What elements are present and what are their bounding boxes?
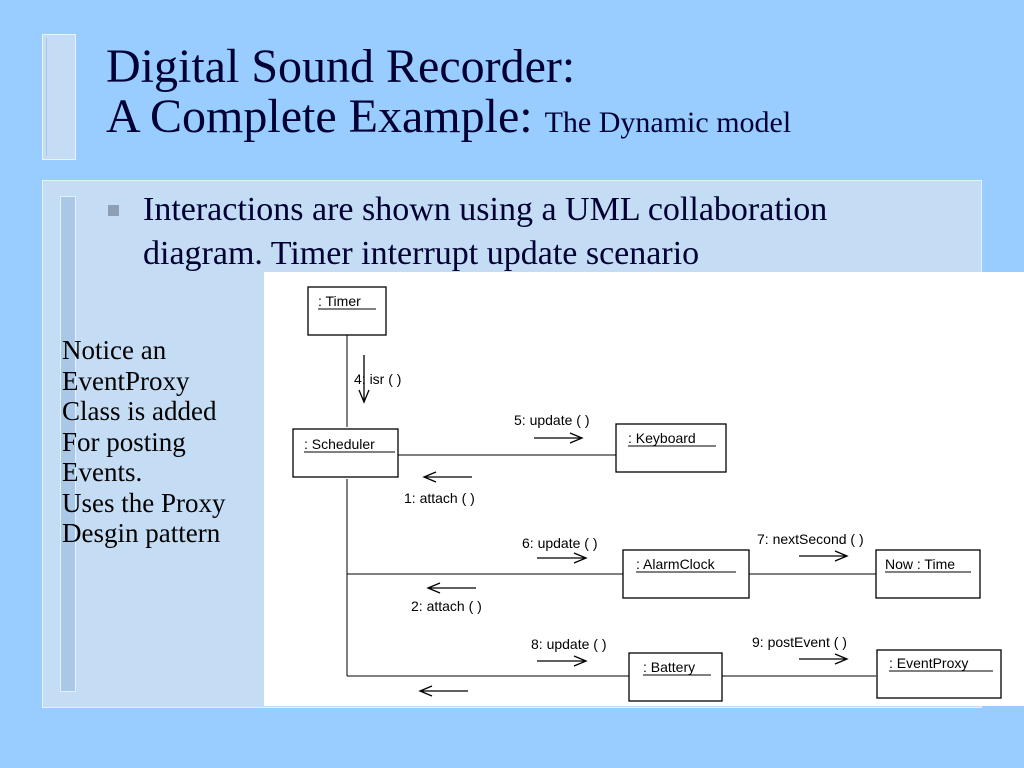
title-line-2: A Complete Example: [106,90,533,143]
side-note-line: For posting [62,426,186,457]
panel-decoration-stripe [60,196,76,692]
object-scheduler-label: : Scheduler [304,436,375,452]
object-eventproxy-label: : EventProxy [889,655,968,671]
message-attach-1: 1: attach ( ) [404,471,475,506]
message-update-8: 8: update ( ) [531,636,607,667]
object-battery: : Battery [628,652,723,702]
message-postevent: 9: postEvent ( ) [752,634,849,665]
object-battery-label: : Battery [643,659,695,675]
message-update-6: 6: update ( ) [522,535,598,564]
side-note-line: Events. [62,457,143,487]
object-scheduler: : Scheduler [292,428,399,478]
object-keyboard-label: : Keyboard [628,430,696,446]
object-now-time: Now : Time [875,549,981,599]
side-note-line: Notice an [62,335,167,365]
bullet-line-2: diagram. Timer interrupt update scenario [143,235,700,272]
message-nextsecond: 7: nextSecond ( ) [757,531,864,562]
collaboration-diagram-svg: : Timer : Scheduler : Keyboard : AlarmCl… [292,286,1002,702]
side-note: Notice an EventProxy Class is added For … [62,335,272,549]
message-attach-2: 2: attach ( ) [411,582,482,614]
object-timer-label: : Timer [318,293,361,309]
bullet-text: Interactions are shown using a UML colla… [143,188,973,276]
message-update-8-label: 8: update ( ) [531,636,607,652]
object-now-time-label: Now : Time [885,556,955,572]
message-update-6-label: 6: update ( ) [522,535,598,551]
bullet-square-icon [108,205,119,216]
side-note-line: Uses the Proxy [62,487,226,518]
message-isr-label: 4: isr ( ) [354,371,401,387]
title-line-1: Digital Sound Recorder: [106,40,576,93]
title-decoration-bar [42,34,76,160]
message-isr: 4: isr ( ) [354,355,401,404]
object-eventproxy: : EventProxy [876,649,1002,699]
collaboration-diagram: : Timer : Scheduler : Keyboard : AlarmCl… [264,272,1024,706]
message-return-arrow [418,685,468,697]
message-attach-2-label: 2: attach ( ) [411,598,482,614]
object-alarmclock-label: : AlarmClock [636,556,716,572]
side-note-line: EventProxy [62,365,190,396]
message-postevent-label: 9: postEvent ( ) [752,634,847,650]
message-nextsecond-label: 7: nextSecond ( ) [757,531,864,547]
message-attach-1-label: 1: attach ( ) [404,490,475,506]
side-note-line: Desgin pattern [62,518,221,548]
side-note-line: Class is added [62,396,217,426]
bullet-line-1: Interactions are shown using a UML colla… [143,191,828,228]
object-keyboard: : Keyboard [615,423,727,473]
message-update-5-label: 5: update ( ) [514,412,590,428]
message-update-5: 5: update ( ) [514,412,590,444]
slide-title: Digital Sound Recorder: A Complete Examp… [106,42,791,148]
object-timer: : Timer [307,286,387,336]
title-line-2-suffix: The Dynamic model [544,106,792,139]
object-alarmclock: : AlarmClock [622,549,750,599]
